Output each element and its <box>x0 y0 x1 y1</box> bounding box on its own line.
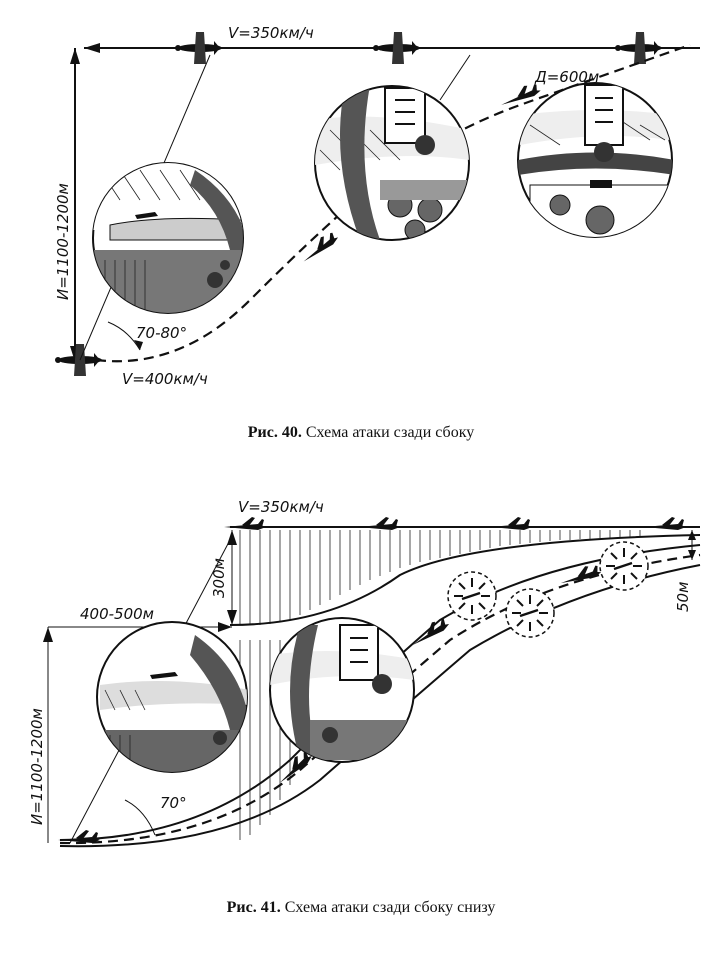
figure-40: И=1100-1200м V=350км/ч V=400км/ч Д=600м … <box>54 24 700 388</box>
fighter-plane-icon <box>615 32 662 64</box>
speed-label-bottom: V=400км/ч <box>122 370 208 388</box>
flak-burst-icon <box>446 570 498 622</box>
speed-label-top: V=350км/ч <box>228 24 314 42</box>
angle-arc <box>124 799 156 836</box>
fighter-plane-icon <box>175 32 222 64</box>
bomber-plane-icon <box>644 517 686 530</box>
right-gap-label: 50м <box>674 582 692 612</box>
speed-label-top: V=350км/ч <box>238 498 324 516</box>
flak-burst-icon <box>598 540 650 592</box>
height-label: И=1100-1200м <box>28 708 46 825</box>
upper-boundary-curve <box>229 534 701 626</box>
distance-label: Д=600м <box>534 68 599 86</box>
figure-41-caption: Рис. 41. Схема атаки сзади сбоку снизу <box>0 899 722 917</box>
angle-label: 70° <box>160 794 187 812</box>
vertical-gap-label: 300м <box>210 558 228 598</box>
cockpit-view-icon <box>517 82 673 238</box>
bomber-plane-icon <box>224 517 266 530</box>
angle-arc <box>107 321 141 351</box>
attack-trajectory <box>95 43 691 363</box>
offset-label: 400-500м <box>80 605 154 623</box>
fighter-plane-icon <box>373 32 420 64</box>
figure-40-caption: Рис. 40. Схема атаки сзади сбоку <box>0 424 722 442</box>
figure-41: V=350км/ч <box>28 498 701 848</box>
fighter-plane-icon <box>58 830 100 843</box>
bomber-plane-icon <box>490 517 532 530</box>
caption-prefix: Рис. 41. <box>226 899 281 916</box>
flak-burst-icon <box>504 587 556 639</box>
cockpit-view-icon <box>96 621 248 773</box>
cockpit-view-icon <box>269 617 415 763</box>
cockpit-view-icon <box>314 85 470 241</box>
cockpit-view-icon <box>92 162 244 314</box>
caption-text: Схема атаки сзади сбоку снизу <box>280 899 496 916</box>
bomber-plane-icon <box>358 517 400 530</box>
fighter-plane-icon <box>55 344 102 376</box>
caption-prefix: Рис. 40. <box>247 424 302 441</box>
fighter-plane-icon <box>558 562 603 587</box>
height-label: И=1100-1200м <box>54 183 72 300</box>
angle-label: 70-80° <box>136 324 187 342</box>
arrow-up-icon <box>70 48 80 64</box>
arrow-left-icon <box>84 43 100 53</box>
caption-text: Схема атаки сзади сбоку <box>301 424 475 441</box>
